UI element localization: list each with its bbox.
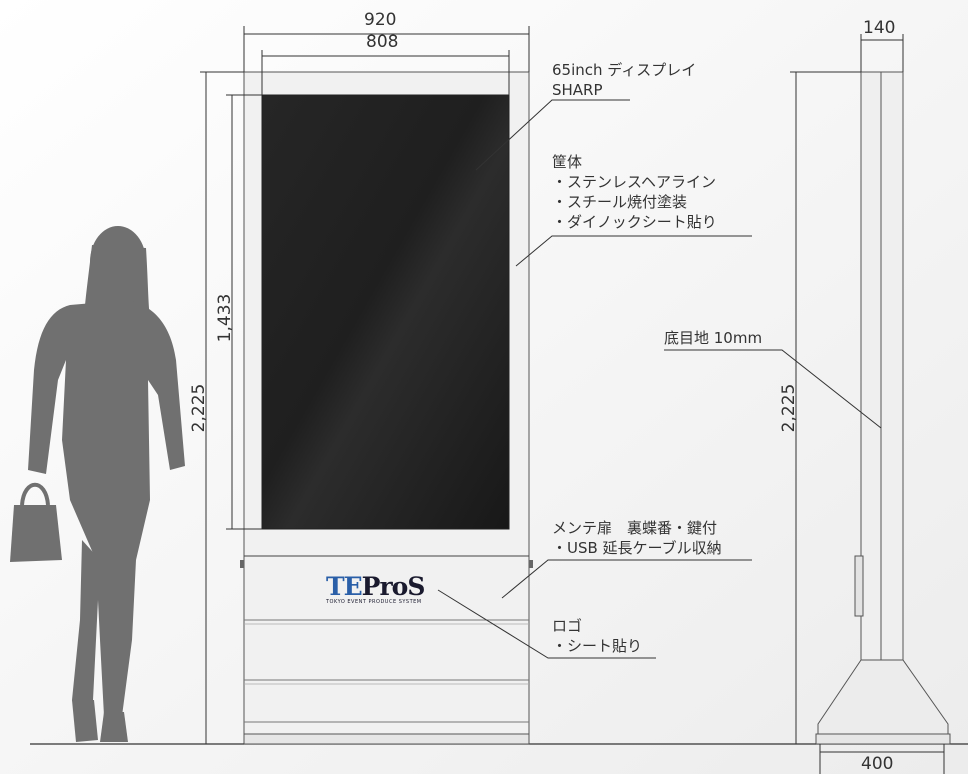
callout-housing-item-2: ・スチール焼付塗装 (552, 193, 688, 211)
callout-display: 65inch ディスプレイ SHARP (552, 60, 696, 100)
person-silhouette (10, 226, 185, 742)
dim-total-height-front: 2,225 (189, 383, 209, 433)
callout-logo-item: ・シート貼り (552, 637, 643, 655)
callout-logo-title: ロゴ (552, 617, 583, 635)
logo-text-b: ProS (361, 572, 426, 601)
callout-logo: ロゴ ・シート貼り (552, 616, 642, 656)
dim-total-height-side: 2,225 (779, 383, 799, 433)
callout-maintenance-line-1: メンテ扉 裏蝶番・鍵付 (552, 519, 718, 537)
front-dimension-lines (200, 26, 530, 745)
side-dimension-lines (790, 34, 945, 774)
logo-text-a: TE (326, 572, 363, 601)
callout-housing-item-3: ・ダイノックシート貼り (552, 213, 717, 231)
dim-outer-width: 920 (364, 10, 397, 30)
callout-leaders (437, 99, 882, 659)
hinge-left (240, 560, 244, 568)
logo-subtitle: TOKYO EVENT PRODUCE SYSTEM (326, 599, 422, 605)
callout-maintenance: メンテ扉 裏蝶番・鍵付 ・USB 延長ケーブル収納 (552, 518, 722, 558)
callout-maintenance-line-2: ・USB 延長ケーブル収納 (552, 539, 722, 557)
dim-screen-width: 808 (366, 32, 399, 52)
dim-base-depth: 400 (861, 754, 894, 774)
callout-joint: 底目地 10mm (664, 329, 763, 347)
dim-side-depth: 140 (863, 18, 896, 38)
dim-screen-height: 1,433 (215, 293, 235, 343)
hinge-right (529, 560, 533, 568)
callout-housing-title: 筐体 (552, 153, 583, 171)
callout-housing-item-1: ・ステンレスヘアライン (552, 173, 716, 191)
side-cabinet (815, 71, 951, 745)
callout-display-line-2: SHARP (552, 81, 603, 99)
callout-display-line-1: 65inch ディスプレイ (552, 61, 697, 79)
screen (261, 94, 510, 530)
teppros-logo: TEProS (326, 572, 426, 601)
callout-housing: 筐体 ・ステンレスヘアライン ・スチール焼付塗装 ・ダイノックシート貼り (552, 152, 717, 232)
